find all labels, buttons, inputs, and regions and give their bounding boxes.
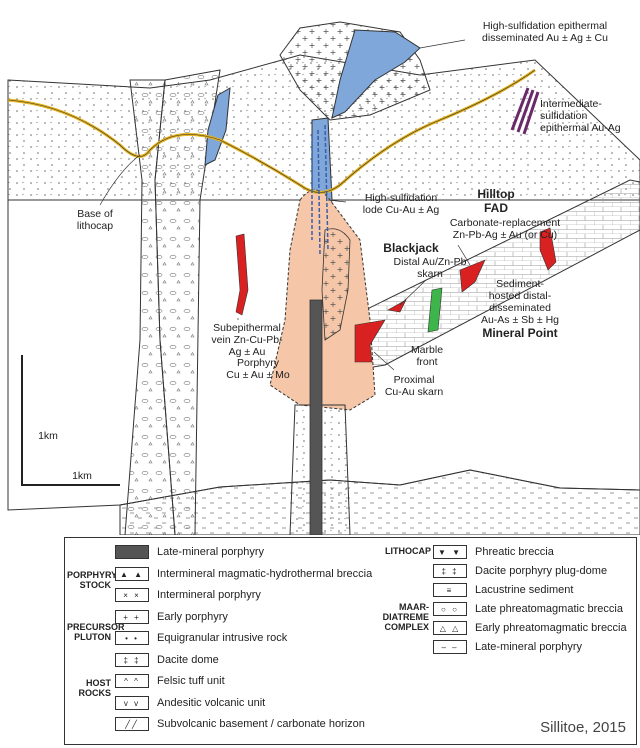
legend-label: Phreatic breccia [475, 546, 554, 558]
legend-swatch: – – [433, 640, 467, 654]
legend-item: ▲ ▲ Intermineral magmatic-hydrothermal br… [115, 566, 372, 582]
legend-swatch: ‡ ‡ [433, 564, 467, 578]
legend-group-precursor-pluton: PRECURSOR PLUTON [67, 622, 125, 642]
legend-swatch: • • [115, 631, 149, 645]
legend-item: ○ ○ Late phreatomagmatic breccia [433, 601, 623, 617]
legend-label: Subvolcanic basement / carbonate horizon [157, 718, 365, 730]
legend-label: Late-mineral porphyry [157, 546, 264, 558]
sediment-hosted-body [539, 227, 557, 271]
label-distal-skarn: Distal Au/Zn-Pb skarn [393, 256, 467, 280]
label-porphyry: Porphyry Cu ± Au ± Mo [226, 357, 290, 381]
label-carbonate-replacement: Carbonate-replacement Zn-Pb-Ag ± Au (or … [449, 217, 561, 241]
scale-label-vertical: 1km [38, 430, 58, 442]
legend-item: ‡ ‡ Dacite porphyry plug-dome [433, 563, 607, 579]
label-hs-lode: High-sulfidation lode Cu-Au ± Ag [362, 192, 440, 216]
legend-label: Dacite porphyry plug-dome [475, 565, 608, 577]
legend: PORPHYRY STOCK PRECURSOR PLUTON HOST ROC… [64, 537, 637, 745]
legend-label: Equigranular intrusive rock [157, 632, 288, 644]
scale-label-horizontal: 1km [72, 470, 92, 482]
legend-item: △ △ Early phreatomagmatic breccia [433, 620, 627, 636]
legend-swatch: ▼ ▼ [433, 545, 467, 559]
legend-swatch: × × [115, 588, 149, 602]
label-blackjack: Blackjack [383, 241, 439, 255]
label-sediment-hosted: Sediment- hosted distal- disseminated Au… [480, 278, 560, 326]
legend-label: Dacite dome [157, 653, 219, 666]
label-proximal-skarn: Proximal Cu-Au skarn [384, 374, 444, 398]
marble-front [427, 287, 443, 333]
scale-bar [21, 355, 120, 486]
label-fad: FAD [484, 201, 508, 215]
legend-group-porphyry-stock: PORPHYRY STOCK [67, 570, 118, 590]
geologic-cross-section [7, 21, 640, 535]
late-mineral-porphyry-dike [309, 299, 323, 535]
legend-item: ^ ^ Felsic tuff unit [115, 673, 225, 689]
legend-swatch [115, 545, 149, 559]
legend-item: ╱╱ Subvolcanic basement / carbonate horiz… [115, 716, 365, 732]
legend-item: ‡ ‡ Dacite dome [115, 652, 219, 668]
legend-label: Intermineral porphyry [157, 589, 261, 601]
legend-group-maar-diatreme: MAAR- DIATREME COMPLEX [382, 602, 429, 632]
legend-item: + + Early porphyry [115, 609, 228, 625]
legend-group-lithocap: LITHOCAP [385, 546, 431, 556]
label-hs-epithermal: High-sulfidation epithermal disseminated… [482, 20, 608, 44]
label-hilltop: Hilltop [477, 187, 515, 201]
legend-label: Andesitic volcanic unit [157, 696, 266, 709]
legend-swatch: ╱╱ [115, 717, 149, 731]
legend-swatch: ≡ [433, 583, 467, 597]
legend-item: ≡ Lacustrine sediment [433, 582, 573, 598]
label-mineral-point: Mineral Point [482, 326, 558, 340]
legend-label: Late phreatomagmatic breccia [475, 603, 623, 615]
legend-swatch: v v [115, 695, 149, 710]
credit: Sillitoe, 2015 [540, 719, 626, 736]
intermediate-sulfidation-veins [510, 87, 540, 135]
legend-item: • • Equigranular intrusive rock [115, 630, 287, 646]
label-base-lithocap: Base of lithocap [76, 208, 114, 232]
legend-swatch: △ △ [433, 621, 467, 635]
label-marble-front: Marble front [410, 344, 444, 368]
label-is-epithermal: Intermediate- sulfidation epithermal Au-… [540, 98, 621, 134]
legend-swatch: ○ ○ [433, 602, 467, 616]
legend-swatch: + + [115, 609, 149, 624]
legend-label: Late-mineral porphyry [475, 641, 582, 653]
legend-item: × × Intermineral porphyry [115, 587, 261, 603]
carbonate-replacement-body [459, 259, 486, 293]
proximal-skarn [354, 319, 386, 363]
legend-swatch: ‡ ‡ [115, 652, 149, 667]
legend-label: Lacustrine sediment [475, 584, 574, 596]
legend-item: ▼ ▼ Phreatic breccia [433, 544, 554, 560]
label-subepithermal-vein: Subepithermal vein Zn-Cu-Pb- Ag ± Au [211, 322, 283, 358]
subepithermal-vein [235, 233, 249, 316]
legend-item: – – Late-mineral porphyry [433, 639, 582, 655]
legend-label: Felsic tuff unit [157, 675, 225, 687]
legend-label: Intermineral magmatic-hydrothermal brecc… [157, 567, 373, 580]
legend-label: Early phreatomagmatic breccia [475, 622, 627, 634]
legend-swatch: ^ ^ [115, 674, 149, 688]
legend-item: Late-mineral porphyry [115, 544, 264, 560]
legend-group-host-rocks: HOST ROCKS [78, 678, 111, 698]
hs-epithermal-zone [331, 29, 421, 119]
legend-label: Early porphyry [157, 610, 228, 623]
legend-swatch: ▲ ▲ [115, 566, 149, 581]
legend-item: v v Andesitic volcanic unit [115, 695, 265, 711]
